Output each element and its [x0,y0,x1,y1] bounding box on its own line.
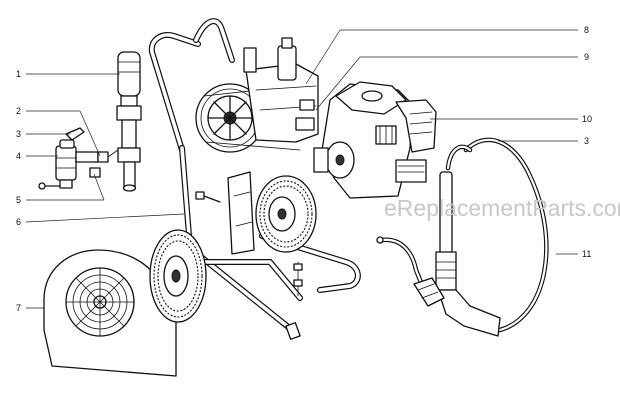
filter-manifold-part [38,127,119,190]
front-wheel [255,175,317,253]
watermark-text: eReplacementParts.com [384,195,620,221]
callout-4: 4 [16,151,21,161]
rear-wheel [149,229,207,323]
callout-1: 1 [16,69,21,79]
pump-drive-assembly [195,37,319,153]
callout-2: 2 [16,106,21,116]
leader-lines [25,29,578,309]
callout-7: 7 [16,303,21,313]
belt-guard-part [43,249,177,377]
gas-engine-part [313,81,437,199]
callout-11: 11 [582,249,591,259]
callout-3-right: 3 [584,136,589,146]
callout-6: 6 [16,217,21,227]
suction-hose-part [376,137,549,337]
callout-10: 10 [582,114,592,124]
callout-3-left: 3 [16,129,21,139]
pump-cylinder-part [116,51,142,192]
callout-5: 5 [16,195,21,205]
callout-8: 8 [584,25,589,35]
callout-9: 9 [584,52,589,62]
